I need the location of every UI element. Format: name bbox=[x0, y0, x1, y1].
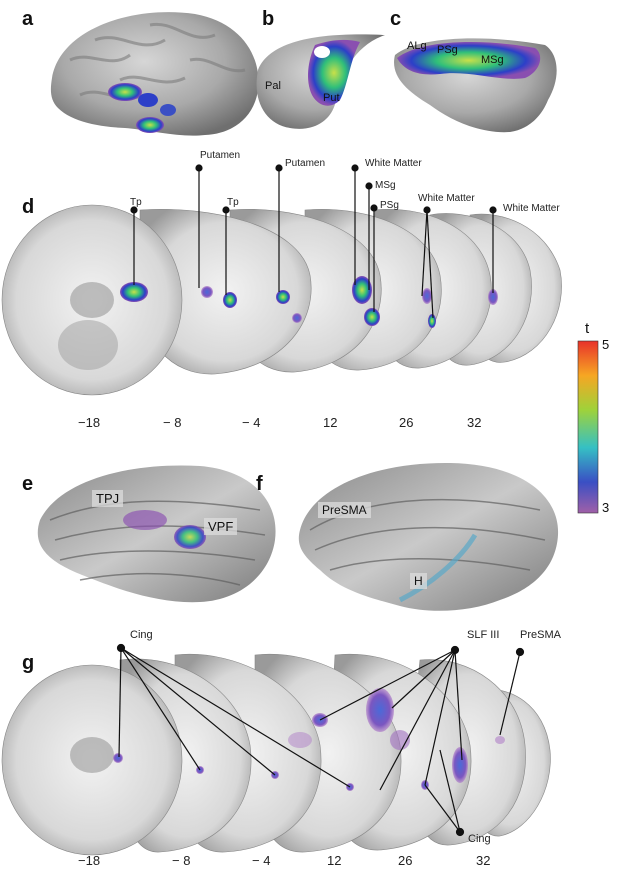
panel-letter-e: e bbox=[22, 473, 34, 495]
callout-putamen-1: Putamen bbox=[200, 150, 241, 161]
label-pal: Pal bbox=[265, 80, 281, 92]
label-tpj: TPJ bbox=[92, 490, 124, 507]
callout-tp-1: Tp bbox=[130, 197, 142, 208]
panel-letter-g: g bbox=[22, 652, 35, 674]
colorbar-min: 3 bbox=[602, 500, 610, 515]
label-msg: MSg bbox=[481, 54, 504, 66]
panel-g-slices bbox=[1, 643, 551, 856]
label-alg: ALg bbox=[407, 40, 427, 52]
slice-label-d-1: − 8 bbox=[163, 415, 182, 430]
slice-label-g-0: −18 bbox=[78, 853, 101, 868]
panel-c-render bbox=[394, 38, 557, 133]
panel-b-render bbox=[256, 34, 385, 129]
callout-presma-g: PreSMA bbox=[520, 629, 561, 641]
callout-white-matter-2: White Matter bbox=[418, 193, 475, 204]
slice-label-d-2: − 4 bbox=[242, 415, 261, 430]
callout-slf-iii: SLF III bbox=[467, 629, 500, 641]
panel-letter-d: d bbox=[22, 196, 35, 218]
callout-cing-2: Cing bbox=[468, 833, 491, 845]
colorbar-label: t bbox=[585, 320, 590, 337]
callout-white-matter-3: White Matter bbox=[503, 203, 560, 214]
label-vpf: VPF bbox=[204, 518, 238, 535]
colorbar bbox=[577, 340, 599, 514]
callout-putamen-2: Putamen bbox=[285, 158, 326, 169]
slice-label-d-0: −18 bbox=[78, 415, 101, 430]
label-h: H bbox=[410, 573, 427, 589]
panel-letter-f: f bbox=[256, 473, 263, 495]
callout-tp-2: Tp bbox=[227, 197, 239, 208]
callout-cing-1: Cing bbox=[130, 629, 153, 641]
slice-label-d-4: 26 bbox=[399, 415, 414, 430]
panel-letter-b: b bbox=[262, 8, 275, 30]
label-presma-f: PreSMA bbox=[318, 502, 371, 518]
callout-white-matter-1: White Matter bbox=[365, 158, 422, 169]
panel-d-slices bbox=[1, 164, 562, 396]
callout-msg: MSg bbox=[375, 180, 396, 191]
colorbar-max: 5 bbox=[602, 337, 610, 352]
callout-psg: PSg bbox=[380, 200, 399, 211]
panel-a-brain bbox=[50, 12, 259, 136]
label-put: Put bbox=[323, 92, 340, 104]
slice-label-g-5: 32 bbox=[476, 853, 491, 868]
panel-letter-c: c bbox=[390, 8, 402, 30]
slice-label-g-3: 12 bbox=[327, 853, 342, 868]
panel-e-tractography bbox=[37, 465, 276, 603]
slice-label-g-2: − 4 bbox=[252, 853, 271, 868]
panel-letter-a: a bbox=[22, 8, 34, 30]
slice-label-g-1: − 8 bbox=[172, 853, 191, 868]
slice-label-d-3: 12 bbox=[323, 415, 338, 430]
slice-label-d-5: 32 bbox=[467, 415, 482, 430]
label-psg: PSg bbox=[437, 44, 458, 56]
slice-label-g-4: 26 bbox=[398, 853, 413, 868]
panel-f-tractography bbox=[298, 462, 559, 611]
